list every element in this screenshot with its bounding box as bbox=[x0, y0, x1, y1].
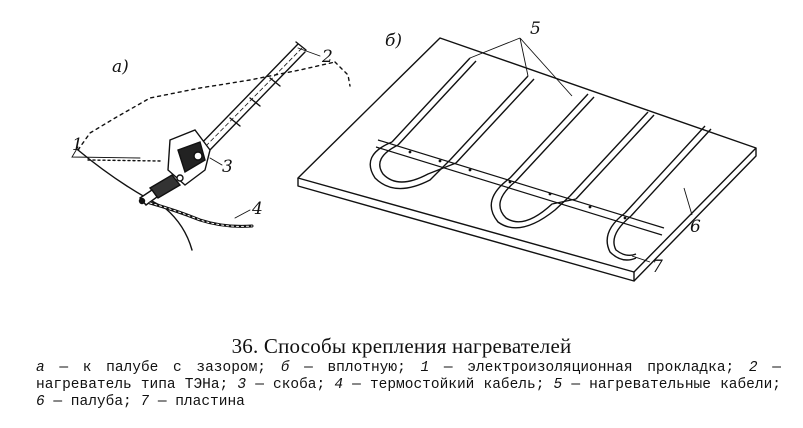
heat-resistant-cable bbox=[148, 201, 254, 228]
figure-b bbox=[297, 37, 757, 282]
caption-key-1: б bbox=[280, 360, 290, 376]
label-2: 2 bbox=[321, 47, 333, 67]
figure-a bbox=[71, 41, 351, 251]
heating-cables bbox=[369, 57, 712, 261]
caption-key-4: 3 bbox=[237, 377, 247, 393]
leader-5 bbox=[469, 37, 573, 97]
caption-title: 36. Способы крепления нагревателей bbox=[231, 334, 572, 358]
label-7: 7 bbox=[652, 257, 663, 277]
leader-6 bbox=[683, 187, 693, 216]
heater-tube bbox=[194, 41, 307, 153]
caption-key-2: 1 bbox=[420, 360, 430, 376]
label-5: 5 bbox=[530, 19, 541, 39]
caption-desc-1: — вплотную; bbox=[289, 360, 421, 376]
caption-desc-4: — скоба; bbox=[246, 377, 335, 393]
deck-plate-side bbox=[633, 148, 757, 282]
caption-desc-6: — нагревательные кабели; bbox=[562, 377, 781, 393]
leader-4 bbox=[234, 209, 251, 219]
mounting-strip-top bbox=[377, 139, 665, 229]
caption-desc-8: — пластина bbox=[149, 394, 245, 410]
caption-desc-5: — термостойкий кабель; bbox=[343, 377, 554, 393]
caption-desc-2: — электроизоляционная прокладка; bbox=[429, 360, 749, 376]
label-4: 4 bbox=[251, 199, 263, 219]
leader-2 bbox=[297, 47, 321, 57]
label-6: 6 bbox=[690, 217, 701, 237]
deck-back-edge-a bbox=[77, 61, 336, 151]
caption-key-6: 5 bbox=[553, 377, 563, 393]
leader-7 bbox=[631, 255, 651, 263]
mounting-strip-bottom bbox=[375, 146, 663, 236]
label-1: 1 bbox=[72, 135, 83, 155]
caption-desc-0: — к палубе с зазором; bbox=[44, 360, 281, 376]
caption-key-5: 4 bbox=[334, 377, 344, 393]
label-a: a) bbox=[112, 57, 129, 77]
deck-right-edge-a bbox=[334, 61, 351, 87]
caption-legend: а — к палубе с зазором; б — вплотную; 1 … bbox=[36, 360, 781, 411]
connector bbox=[138, 174, 182, 206]
caption-key-0: а bbox=[36, 360, 45, 376]
deck-plate-thickness bbox=[297, 178, 635, 282]
caption-desc-3: — нагреватель типа ТЭНа; bbox=[36, 360, 781, 393]
leader-3 bbox=[209, 157, 223, 166]
label-3: 3 bbox=[222, 157, 233, 177]
strip-holes bbox=[408, 150, 627, 220]
clamp-bracket bbox=[167, 129, 211, 186]
caption-key-8: 7 bbox=[140, 394, 150, 410]
caption-key-7: 6 bbox=[36, 394, 45, 410]
label-b: б) bbox=[385, 31, 402, 51]
insulation-pad-line bbox=[87, 159, 161, 162]
leader-1 bbox=[71, 146, 141, 159]
caption-desc-7: — палуба; bbox=[44, 394, 141, 410]
caption-key-3: 2 bbox=[748, 360, 758, 376]
